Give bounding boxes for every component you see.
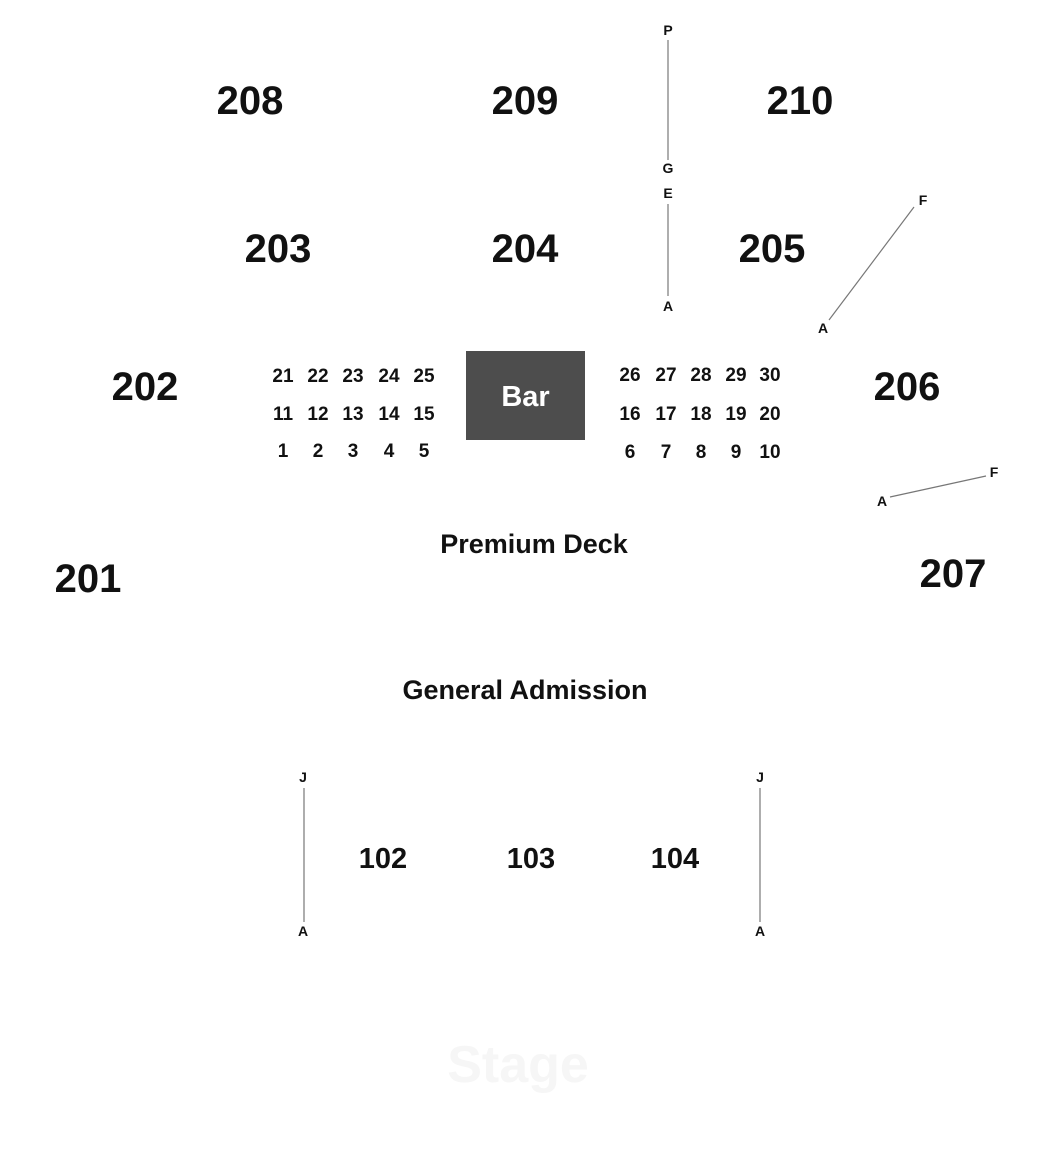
table-26[interactable]: 26 — [619, 365, 640, 386]
row-marker-104-top: J — [756, 769, 764, 785]
table-25[interactable]: 25 — [413, 366, 435, 387]
table-18[interactable]: 18 — [690, 404, 711, 425]
table-22[interactable]: 22 — [307, 366, 328, 387]
premium-deck-label: Premium Deck — [440, 529, 629, 559]
table-19[interactable]: 19 — [725, 404, 746, 425]
row-marker-207-bottom: A — [877, 493, 887, 509]
table-15[interactable]: 15 — [413, 404, 435, 425]
section-203[interactable]: 203 — [245, 227, 312, 271]
table-23[interactable]: 23 — [342, 366, 363, 387]
table-3[interactable]: 3 — [348, 441, 359, 462]
table-29[interactable]: 29 — [725, 365, 746, 386]
row-marker-209-bottom: G — [663, 160, 674, 176]
row-marker-102-bottom: A — [298, 923, 308, 939]
table-13[interactable]: 13 — [342, 404, 363, 425]
section-208[interactable]: 208 — [217, 79, 284, 123]
table-17[interactable]: 17 — [655, 404, 676, 425]
row-line-206 — [828, 206, 915, 321]
table-4[interactable]: 4 — [384, 441, 395, 462]
table-21[interactable]: 21 — [272, 366, 294, 387]
row-marker-206-top: F — [919, 192, 928, 208]
section-103[interactable]: 103 — [507, 843, 555, 875]
section-202[interactable]: 202 — [112, 365, 179, 409]
table-5[interactable]: 5 — [419, 441, 430, 462]
section-201[interactable]: 201 — [55, 557, 122, 601]
bar-label: Bar — [501, 381, 549, 413]
row-marker-102-top: J — [299, 769, 307, 785]
row-marker-205-bottom: A — [663, 298, 673, 314]
table-10[interactable]: 10 — [759, 442, 780, 463]
table-16[interactable]: 16 — [619, 404, 640, 425]
table-20[interactable]: 20 — [759, 404, 780, 425]
table-12[interactable]: 12 — [307, 404, 328, 425]
table-14[interactable]: 14 — [378, 404, 400, 425]
section-207[interactable]: 207 — [920, 552, 987, 596]
bar-block — [466, 351, 585, 440]
section-206[interactable]: 206 — [874, 365, 941, 409]
row-marker-205-top: E — [663, 185, 672, 201]
row-marker-207-top: F — [990, 464, 999, 480]
table-27[interactable]: 27 — [655, 365, 676, 386]
table-28[interactable]: 28 — [690, 365, 711, 386]
section-205[interactable]: 205 — [739, 227, 806, 271]
row-marker-104-bottom: A — [755, 923, 765, 939]
table-7[interactable]: 7 — [661, 442, 672, 463]
row-marker-209-top: P — [663, 22, 672, 38]
table-24[interactable]: 24 — [378, 366, 400, 387]
section-209[interactable]: 209 — [492, 79, 559, 123]
table-11[interactable]: 11 — [273, 404, 294, 425]
premium-tables-right: 26 27 28 29 30 16 17 18 19 20 6 7 8 9 10 — [619, 365, 780, 463]
stage-label: Stage — [447, 1036, 589, 1094]
row-line-207 — [889, 475, 987, 498]
table-6[interactable]: 6 — [625, 442, 636, 463]
section-210[interactable]: 210 — [767, 79, 834, 123]
table-1[interactable]: 1 — [278, 441, 289, 462]
bar-area: Bar — [466, 351, 585, 440]
section-104[interactable]: 104 — [651, 843, 699, 875]
section-204[interactable]: 204 — [492, 227, 559, 271]
section-102[interactable]: 102 — [359, 843, 407, 875]
table-30[interactable]: 30 — [759, 365, 780, 386]
row-marker-206-bottom: A — [818, 320, 828, 336]
table-9[interactable]: 9 — [731, 442, 742, 463]
general-admission-label[interactable]: General Admission — [402, 675, 647, 705]
table-2[interactable]: 2 — [313, 441, 324, 462]
table-8[interactable]: 8 — [696, 442, 707, 463]
